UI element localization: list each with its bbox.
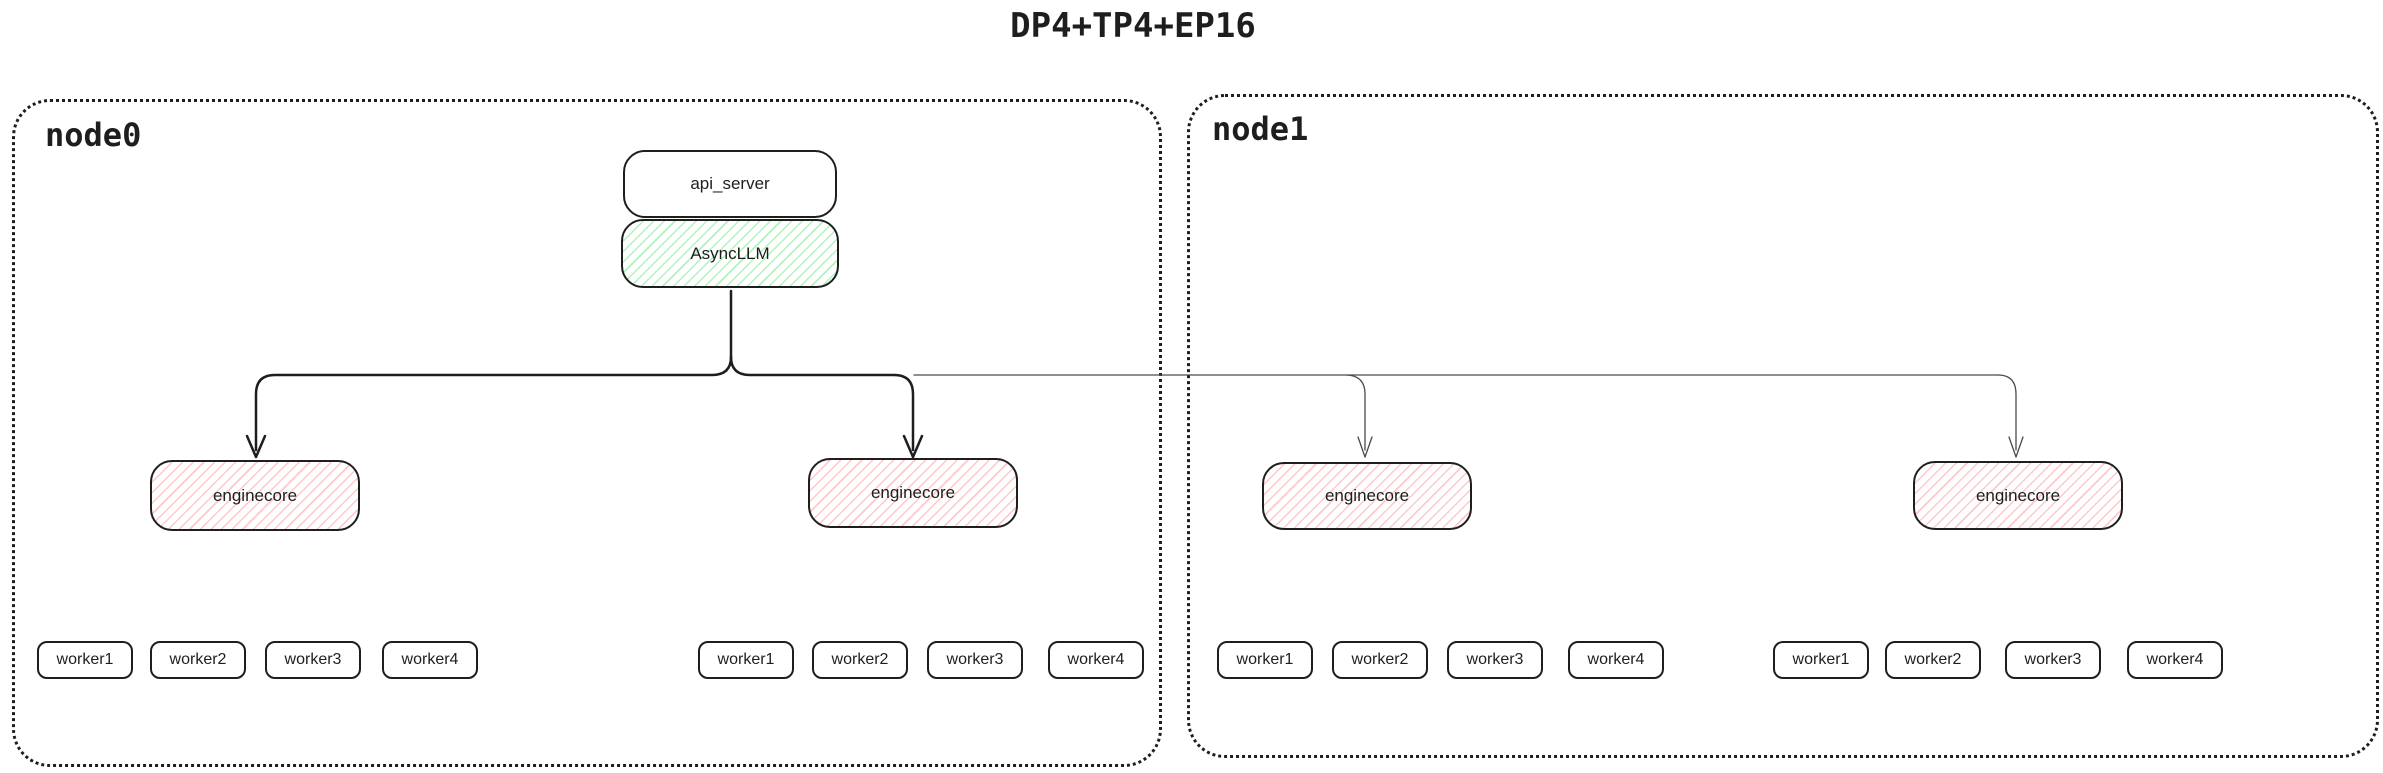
worker-box: worker2 (812, 641, 908, 679)
worker-box: worker2 (1885, 641, 1981, 679)
worker-box: worker1 (37, 641, 133, 679)
node0-container (12, 99, 1162, 767)
worker-box: worker3 (927, 641, 1023, 679)
worker-box: worker1 (698, 641, 794, 679)
worker-box: worker4 (382, 641, 478, 679)
node1-container (1187, 94, 2379, 758)
enginecore-label: enginecore (1975, 485, 2061, 505)
worker-box: worker1 (1773, 641, 1869, 679)
enginecore-box-2: enginecore (1262, 462, 1472, 530)
api-server-box: api_server (623, 150, 837, 218)
enginecore-box-1: enginecore (808, 458, 1018, 528)
worker-box: worker4 (1048, 641, 1144, 679)
enginecore-label: enginecore (1324, 486, 1410, 505)
worker-box: worker4 (2127, 641, 2223, 679)
worker-box: worker3 (2005, 641, 2101, 679)
api-server-label: api_server (690, 174, 770, 193)
asyncllm-label: AsyncLLM (690, 243, 770, 263)
worker-box: worker3 (1447, 641, 1543, 679)
node1-label: node1 (1212, 110, 1309, 148)
worker-box: worker2 (1332, 641, 1428, 679)
worker-box: worker4 (1568, 641, 1664, 679)
worker-box: worker3 (265, 641, 361, 679)
asyncllm-box: AsyncLLM (621, 219, 839, 288)
node0-label: node0 (45, 116, 142, 154)
enginecore-label: enginecore (212, 485, 298, 505)
worker-box: worker1 (1217, 641, 1313, 679)
enginecore-box-3: enginecore (1913, 461, 2123, 530)
worker-box: worker2 (150, 641, 246, 679)
diagram-title: DP4+TP4+EP16 (1010, 6, 1256, 46)
enginecore-label: enginecore (870, 483, 956, 502)
enginecore-box-0: enginecore (150, 460, 360, 531)
